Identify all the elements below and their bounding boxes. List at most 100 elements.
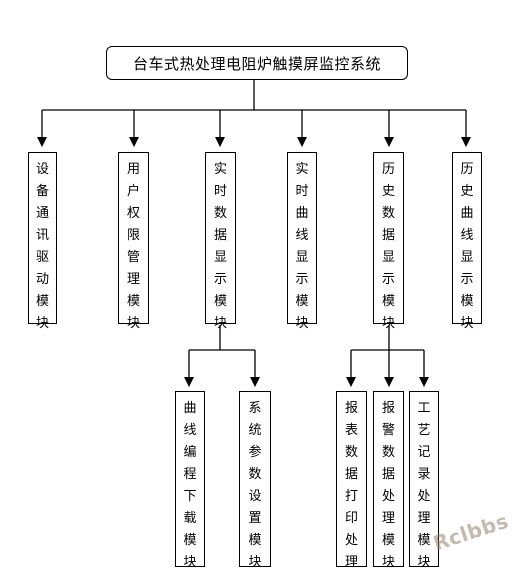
label-char: 记 [417, 445, 431, 460]
submodule-alarm-proc: 报警数据处理模块 [373, 391, 404, 570]
label-char: 表 [344, 423, 358, 438]
module-label: 系统参数设置模块 [248, 398, 261, 574]
module-comm: 设备通讯驱动模块 [28, 152, 57, 331]
submodule-curve-edit: 曲线编程下载模块 [175, 391, 205, 570]
label-char: 通 [35, 206, 49, 221]
label-char: 模 [417, 533, 431, 548]
label-char: 据 [381, 228, 395, 243]
module-history-curve: 历史曲线显示模块 [452, 152, 482, 331]
module-label: 报表数据打印处理 [345, 398, 358, 574]
label-char: 载 [183, 511, 197, 526]
label-char: 历 [460, 162, 474, 177]
label-char: 实 [213, 162, 227, 177]
module-label: 实时数据显示模块 [214, 159, 227, 335]
label-char: 下 [183, 489, 197, 504]
label-char: 艺 [417, 423, 431, 438]
label-char: 参 [248, 445, 262, 460]
label-char: 模 [248, 533, 262, 548]
label-char: 块 [126, 316, 140, 331]
label-char: 管 [126, 250, 140, 265]
label-char: 模 [460, 294, 474, 309]
label-char: 史 [460, 184, 474, 199]
submodule-process-rec: 工艺记录处理模块 [409, 391, 439, 570]
label-char: 块 [460, 316, 474, 331]
label-char: 录 [417, 467, 431, 482]
label-char: 数 [344, 445, 358, 460]
module-label: 设备通讯驱动模块 [36, 159, 49, 335]
module-realtime-curve: 实时曲线显示模块 [287, 152, 317, 331]
label-char: 统 [248, 423, 262, 438]
label-char: 理 [417, 511, 431, 526]
label-char: 户 [126, 184, 140, 199]
submodule-param-set: 系统参数设置模块 [239, 391, 271, 570]
label-char: 数 [381, 445, 395, 460]
label-char: 块 [35, 316, 49, 331]
label-char: 编 [183, 445, 197, 460]
label-char: 数 [381, 206, 395, 221]
label-char: 理 [344, 555, 358, 570]
label-char: 模 [183, 533, 197, 548]
label-char: 块 [295, 316, 309, 331]
module-label: 曲线编程下载模块 [183, 398, 196, 574]
label-char: 曲 [295, 206, 309, 221]
label-char: 示 [381, 272, 395, 287]
label-char: 实 [295, 162, 309, 177]
label-char: 印 [344, 511, 358, 526]
label-char: 块 [248, 555, 262, 570]
system-title-box: 台车式热处理电阻炉触摸屏监控系统 [106, 46, 408, 80]
label-char: 处 [417, 489, 431, 504]
label-char: 显 [460, 250, 474, 265]
label-char: 限 [126, 228, 140, 243]
label-char: 线 [183, 423, 197, 438]
label-char: 备 [35, 184, 49, 199]
system-title: 台车式热处理电阻炉触摸屏监控系统 [132, 54, 381, 73]
label-char: 报 [344, 401, 358, 416]
module-label: 实时曲线显示模块 [295, 159, 308, 335]
label-char: 理 [126, 272, 140, 287]
label-char: 置 [248, 511, 262, 526]
label-char: 历 [381, 162, 395, 177]
label-char: 理 [381, 511, 395, 526]
label-char: 模 [213, 294, 227, 309]
label-char: 处 [344, 533, 358, 548]
label-char: 系 [248, 401, 262, 416]
label-char: 程 [183, 467, 197, 482]
label-char: 示 [460, 272, 474, 287]
label-char: 模 [295, 294, 309, 309]
label-char: 显 [295, 250, 309, 265]
label-char: 模 [381, 294, 395, 309]
label-char: 据 [213, 228, 227, 243]
label-char: 模 [381, 533, 395, 548]
label-char: 示 [295, 272, 309, 287]
label-char: 权 [126, 206, 140, 221]
label-char: 示 [213, 272, 227, 287]
label-char: 块 [381, 555, 395, 570]
label-char: 曲 [183, 401, 197, 416]
submodule-report-print: 报表数据打印处理 [336, 391, 367, 570]
label-char: 打 [344, 489, 358, 504]
label-char: 块 [381, 316, 395, 331]
label-char: 时 [295, 184, 309, 199]
module-label: 历史曲线显示模块 [460, 159, 473, 335]
label-char: 时 [213, 184, 227, 199]
label-char: 据 [344, 467, 358, 482]
label-char: 设 [248, 489, 262, 504]
label-char: 显 [213, 250, 227, 265]
module-history-data: 历史数据显示模块 [373, 152, 404, 331]
label-char: 处 [381, 489, 395, 504]
label-char: 动 [35, 272, 49, 287]
label-char: 线 [295, 228, 309, 243]
label-char: 块 [183, 555, 197, 570]
label-char: 显 [381, 250, 395, 265]
label-char: 线 [460, 228, 474, 243]
module-label: 用户权限管理模块 [127, 159, 140, 335]
label-char: 数 [213, 206, 227, 221]
label-char: 曲 [460, 206, 474, 221]
module-label: 报警数据处理模块 [382, 398, 395, 574]
label-char: 块 [417, 555, 431, 570]
label-char: 数 [248, 467, 262, 482]
label-char: 块 [213, 316, 227, 331]
label-char: 警 [381, 423, 395, 438]
module-label: 历史数据显示模块 [382, 159, 395, 335]
